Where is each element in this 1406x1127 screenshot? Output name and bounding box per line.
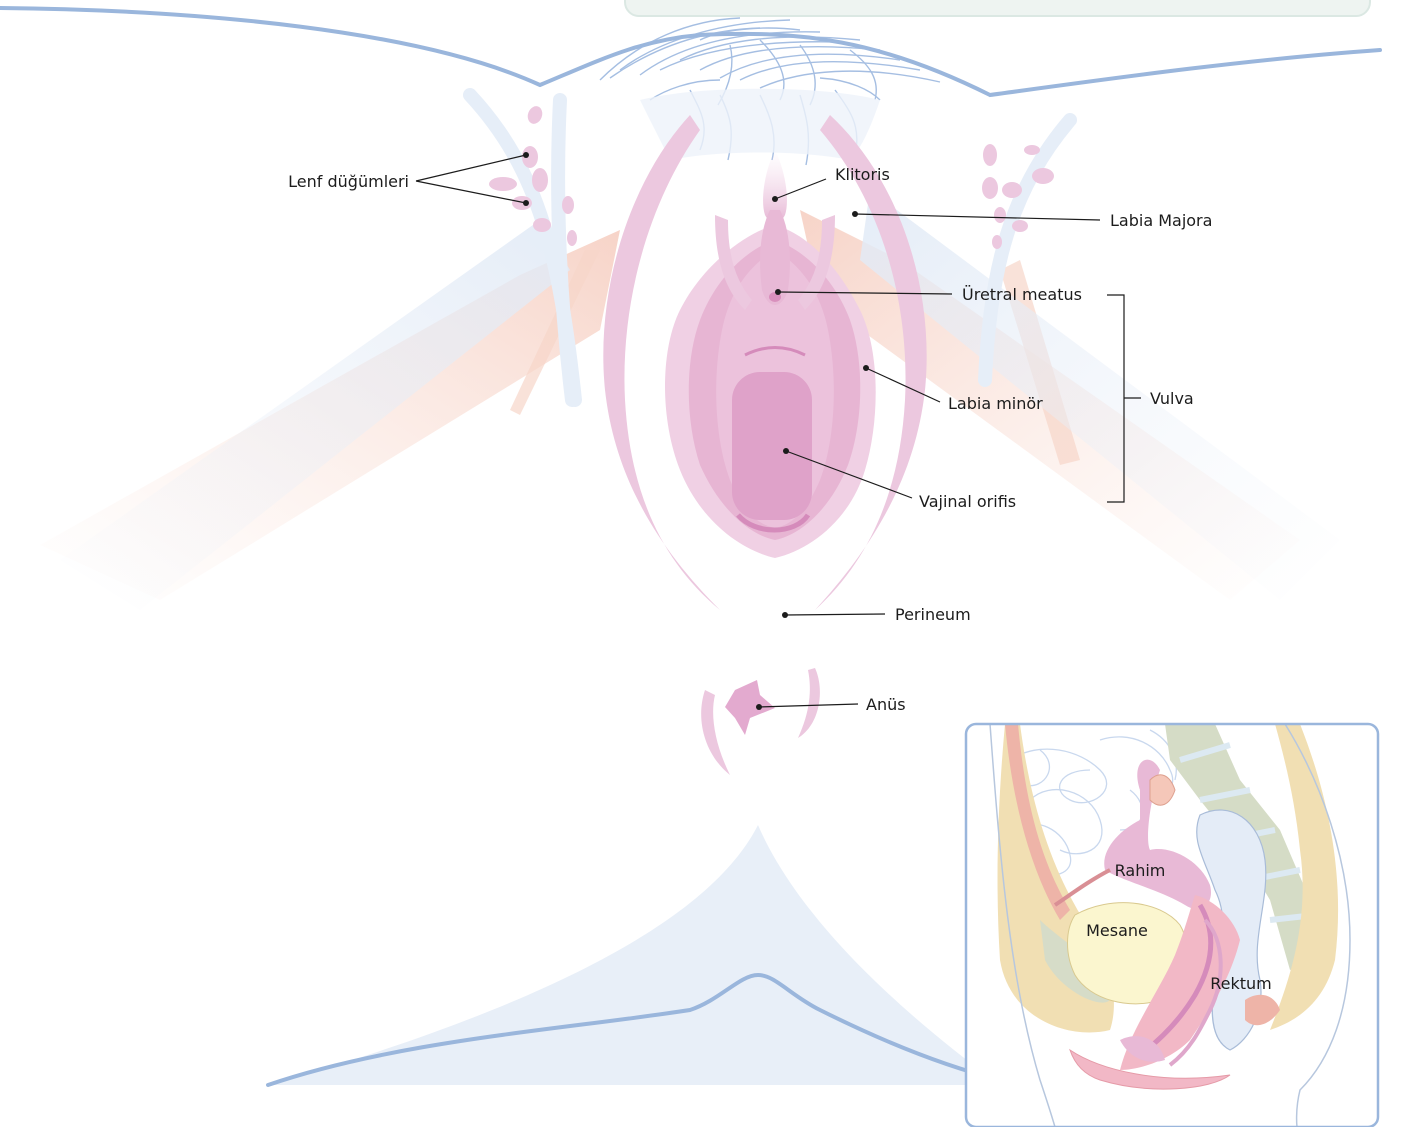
buttocks-shape xyxy=(268,825,1000,1085)
perineum-label: Perineum xyxy=(895,605,971,624)
top-panel-edge xyxy=(625,0,1370,16)
label-lymph-nodes: Lenf düğümleri xyxy=(288,152,529,206)
vaginal-orifice-label: Vajinal orifis xyxy=(919,492,1016,511)
labia-minora-label: Labia minör xyxy=(948,394,1043,413)
vulva-label: Vulva xyxy=(1150,389,1194,408)
anus-shape xyxy=(701,668,820,775)
label-anus: Anüs xyxy=(756,695,906,714)
uterus-label: Rahim xyxy=(1115,861,1166,880)
rectum-label: Rektum xyxy=(1210,974,1272,993)
sagittal-inset: Rahim Mesane Rektum xyxy=(966,724,1378,1127)
lymph-nodes-label: Lenf düğümleri xyxy=(288,172,409,191)
anus-label: Anüs xyxy=(866,695,906,714)
clitoris-shape xyxy=(760,150,790,305)
labia-majora-label: Labia Majora xyxy=(1110,211,1212,230)
clitoris-label: Klitoris xyxy=(835,165,890,184)
urethral-meatus-label: Üretral meatus xyxy=(962,285,1082,304)
label-perineum: Perineum xyxy=(782,605,971,624)
body-outline-top xyxy=(0,8,1380,95)
bladder-label: Mesane xyxy=(1086,921,1148,940)
